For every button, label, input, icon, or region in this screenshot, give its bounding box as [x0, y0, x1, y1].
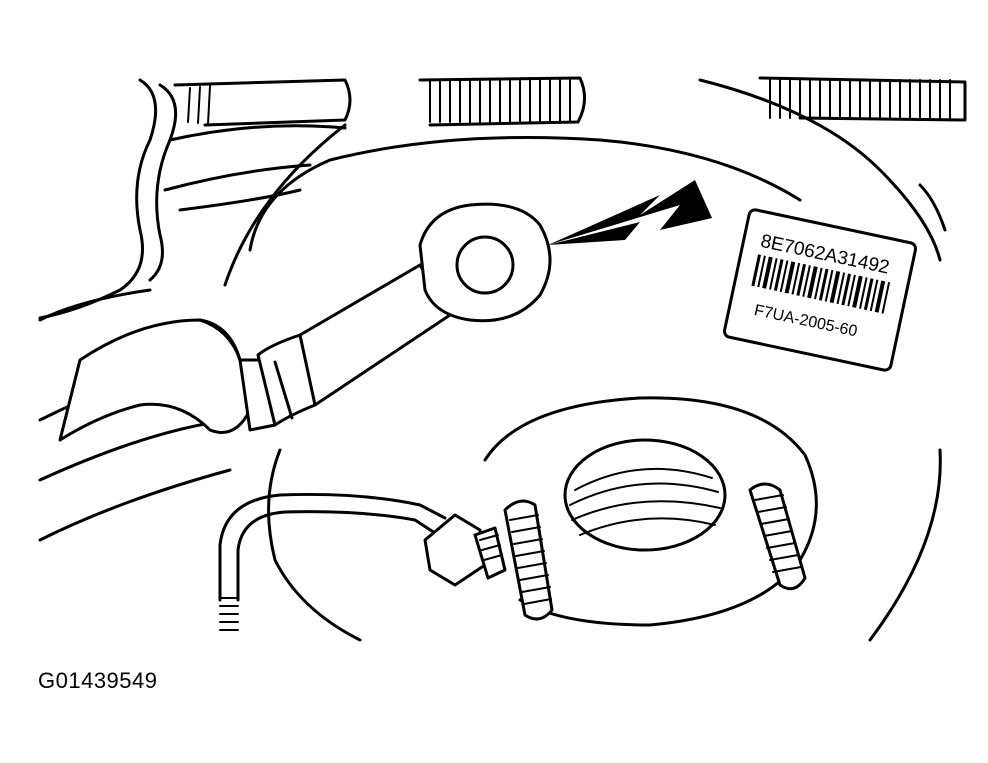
figure-id-text: G01439549: [38, 668, 158, 693]
mounting-boss: [483, 396, 818, 627]
barcode-icon: [751, 254, 891, 314]
sensor-wire: [218, 492, 507, 631]
engine-illustration: 8E7062A31492 F7UA-: [38, 76, 967, 642]
engine-body-contours: [38, 78, 947, 642]
sensor-mounting-plate: [248, 136, 802, 252]
right-stud: [748, 482, 807, 591]
left-stud: [503, 499, 554, 621]
knock-sensor: [418, 202, 552, 323]
wiring-harness: [58, 263, 452, 442]
top-hoses: [173, 76, 967, 127]
arrow-indicator-icon: [548, 180, 712, 245]
barcode-label: 8E7062A31492 F7UA-: [722, 208, 918, 372]
